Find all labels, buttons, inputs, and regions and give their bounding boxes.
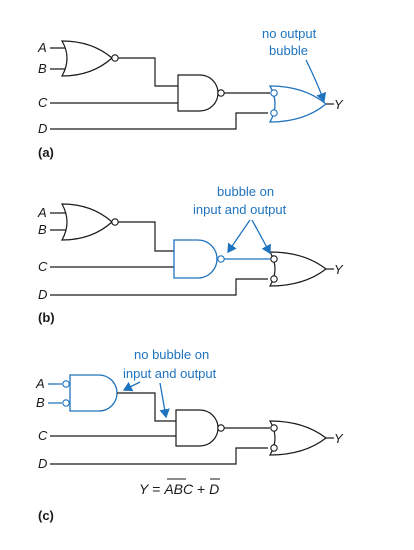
input-d-wire xyxy=(50,112,268,130)
panel-a: A B C D Y no output bubble (a) xyxy=(37,26,344,160)
eq-a: A xyxy=(163,481,173,497)
eq-c: C xyxy=(183,481,194,497)
note-a-arrow xyxy=(305,59,327,103)
nor-output-bubble xyxy=(111,218,119,226)
note-c-arrow-right xyxy=(159,382,170,419)
or-input-bubble-bottom xyxy=(270,109,278,117)
note-c-arrow-left xyxy=(122,381,141,392)
boolean-equation: Y = ABC + D xyxy=(139,478,220,497)
input-b-label: B xyxy=(38,222,47,237)
input-d-label: D xyxy=(38,121,47,136)
or-gate-3 xyxy=(268,420,327,456)
and-to-nand-wire xyxy=(117,392,176,422)
eq-b: B xyxy=(174,481,183,497)
input-d-label: D xyxy=(38,287,47,302)
input-b-label: B xyxy=(38,61,47,76)
nor-to-nand-wire xyxy=(118,57,178,87)
panel-c: A B C D Y no bubble on input and output … xyxy=(35,347,344,523)
nor-gate-1 xyxy=(60,40,113,77)
nand-output-bubble xyxy=(217,89,225,97)
panel-b: A B C D Y bubble on input and output (b) xyxy=(37,184,344,325)
input-a-label: A xyxy=(37,205,47,220)
or-input-bubble-bottom xyxy=(270,444,278,452)
eq-equals: = xyxy=(148,481,164,497)
nand-output-bubble xyxy=(217,255,225,263)
note-b-arrow-left xyxy=(227,219,251,254)
input-b-label: B xyxy=(36,395,45,410)
or-input-bubble-top xyxy=(270,89,278,97)
input-ab-wires xyxy=(50,212,66,231)
or-input-bubble-top xyxy=(270,255,278,263)
input-d-wire xyxy=(50,447,268,465)
and-input-bubble-a xyxy=(62,380,70,388)
and-gate-3 xyxy=(69,374,118,412)
note-c-line1: no bubble on xyxy=(134,347,209,362)
nor-gate-2 xyxy=(60,203,113,241)
note-b-line1: bubble on xyxy=(217,184,274,199)
input-c-label: C xyxy=(38,428,48,443)
input-ab-wires xyxy=(50,47,66,70)
nor-to-nand-wire xyxy=(118,221,174,252)
input-c-label: C xyxy=(38,259,48,274)
output-y-label: Y xyxy=(334,431,344,446)
or-input-bubble-top xyxy=(270,424,278,432)
note-b-line2: input and output xyxy=(193,202,287,217)
panel-b-label: (b) xyxy=(38,310,55,325)
eq-plus: + xyxy=(193,481,209,497)
input-a-label: A xyxy=(37,40,47,55)
nand-gate-1 xyxy=(177,74,219,112)
eq-d: D xyxy=(209,481,219,497)
input-ab-wires xyxy=(48,383,62,404)
and-input-bubble-b xyxy=(62,399,70,407)
panel-c-label: (c) xyxy=(38,508,54,523)
input-d-label: D xyxy=(38,456,47,471)
note-a-line1: no output xyxy=(262,26,317,41)
or-gate-2 xyxy=(268,251,327,287)
output-y-label: Y xyxy=(334,262,344,277)
input-a-label: A xyxy=(35,376,45,391)
note-a-line2: bubble xyxy=(269,43,308,58)
panel-a-label: (a) xyxy=(38,145,54,160)
or-input-bubble-bottom xyxy=(270,275,278,283)
note-b-arrow-right xyxy=(251,219,271,255)
nor-output-bubble xyxy=(111,54,119,62)
nand-gate-2 xyxy=(173,239,218,279)
input-c-label: C xyxy=(38,95,48,110)
eq-y: Y xyxy=(139,481,150,497)
nand-gate-3 xyxy=(175,409,219,447)
nand-output-bubble xyxy=(217,424,225,432)
input-d-wire xyxy=(50,278,268,296)
svg-text:Y = ABC + D: Y = ABC + D xyxy=(139,481,219,497)
output-y-label: Y xyxy=(334,97,344,112)
note-c-line2: input and output xyxy=(123,366,217,381)
or-gate-1 xyxy=(268,85,328,123)
